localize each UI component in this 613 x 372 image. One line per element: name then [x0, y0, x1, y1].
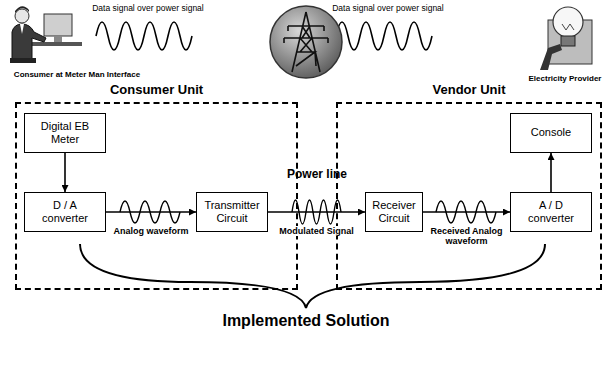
signal-arrow	[268, 211, 365, 213]
arm	[540, 44, 562, 70]
signal-arrow	[106, 211, 196, 213]
box-label: D / A converter	[29, 199, 101, 225]
chair	[10, 58, 36, 63]
signal-wave	[96, 22, 192, 50]
signal-label: Received Analog waveform	[425, 226, 509, 247]
shirt	[20, 24, 24, 34]
head	[15, 9, 29, 23]
box-label: Transmitter Circuit	[201, 199, 263, 225]
signal-arrow	[423, 211, 510, 213]
signal-wave	[336, 22, 432, 50]
filament	[562, 24, 574, 30]
process-box: D / A converter	[24, 192, 106, 232]
hair	[15, 6, 29, 13]
globe	[270, 6, 342, 78]
process-box: Transmitter Circuit	[196, 192, 268, 232]
box-label: A / D converter	[515, 199, 587, 225]
bulb-glass	[553, 7, 583, 37]
process-box: A / D converter	[510, 192, 592, 232]
consumer-icon	[10, 6, 82, 63]
provider-icon	[540, 7, 592, 70]
body	[12, 24, 46, 60]
annotation: Electricity Provider	[520, 74, 610, 83]
annotation: Data signal over power signal	[328, 4, 448, 14]
annotation: Power line	[280, 168, 354, 182]
signal-label: Modulated Signal	[275, 226, 359, 236]
annotation: Data signal over power signal	[88, 4, 208, 14]
desk	[30, 42, 82, 46]
monitor	[44, 14, 72, 36]
process-box: Console	[510, 113, 592, 153]
unit-group: Consumer UnitDigital EB MeterD / A conve…	[15, 102, 298, 290]
process-box: Receiver Circuit	[365, 192, 423, 232]
process-box: Digital EB Meter	[24, 113, 106, 153]
power-tower-icon	[270, 6, 342, 78]
signal-arrow	[64, 153, 66, 192]
box-label: Console	[531, 126, 571, 139]
signal-label: Analog waveform	[109, 226, 193, 236]
box-label: Receiver Circuit	[370, 199, 418, 225]
bulb-base	[561, 36, 575, 46]
group-title: Vendor Unit	[338, 82, 600, 97]
tower	[284, 12, 328, 72]
bracket	[80, 244, 545, 308]
box-label: Digital EB Meter	[29, 120, 101, 146]
annotation: Consumer at Meter Man Interface	[2, 70, 152, 79]
unit-group: Vendor UnitReceiver CircuitA / D convert…	[336, 102, 602, 290]
bracket-caption: Implemented Solution	[186, 312, 426, 330]
group-title: Consumer Unit	[17, 82, 296, 97]
monitor-stand	[54, 36, 62, 42]
signal-arrow	[550, 153, 552, 192]
